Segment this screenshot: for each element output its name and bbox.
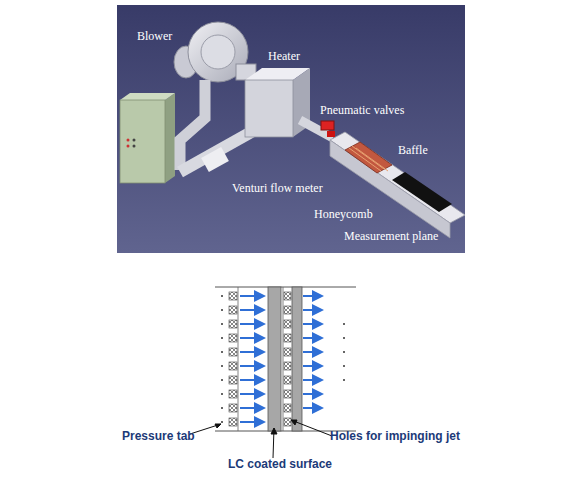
channel-wall xyxy=(215,287,356,288)
pneumatic-valve xyxy=(321,121,334,130)
jet-plate xyxy=(292,287,302,431)
part-label: Venturi flow meter xyxy=(232,182,362,196)
render-background xyxy=(117,5,465,253)
duct-side xyxy=(330,140,450,238)
cabinet-side xyxy=(165,93,175,183)
venturi-flow-meter xyxy=(205,154,225,165)
plenum-wall xyxy=(283,287,284,431)
part-label: Baffle xyxy=(398,144,468,158)
baffle-block xyxy=(345,142,392,173)
leader-lines xyxy=(190,420,332,458)
pneumatic-valve xyxy=(327,131,335,137)
cabinet-top xyxy=(120,93,175,100)
part-label: Honeycomb xyxy=(314,208,414,222)
cabinet-button xyxy=(127,139,130,142)
callout-label: Holes for impinging jet xyxy=(330,430,460,444)
cabinet-button xyxy=(133,139,136,142)
lc-plate xyxy=(268,287,281,431)
part-label: Measurement plane xyxy=(344,230,469,244)
cabinet-button xyxy=(133,145,136,148)
blower-inlet xyxy=(201,35,235,69)
baffle-grid xyxy=(349,146,388,171)
measurement-plate xyxy=(392,172,452,212)
callout-label: LC coated surface xyxy=(228,458,368,472)
flow-arrows xyxy=(240,296,322,422)
cabinet-button xyxy=(127,145,130,148)
control-cabinet xyxy=(120,100,165,183)
pressure-tap-dots xyxy=(221,295,345,423)
plenum-wall xyxy=(238,287,239,431)
heater-box xyxy=(245,80,293,137)
hole-row xyxy=(229,292,291,426)
callout-label: Pressure tab xyxy=(122,430,222,444)
part-label: Pneumatic valves xyxy=(320,104,450,118)
part-label: Blower xyxy=(137,30,227,44)
part-label: Heater xyxy=(268,50,358,64)
